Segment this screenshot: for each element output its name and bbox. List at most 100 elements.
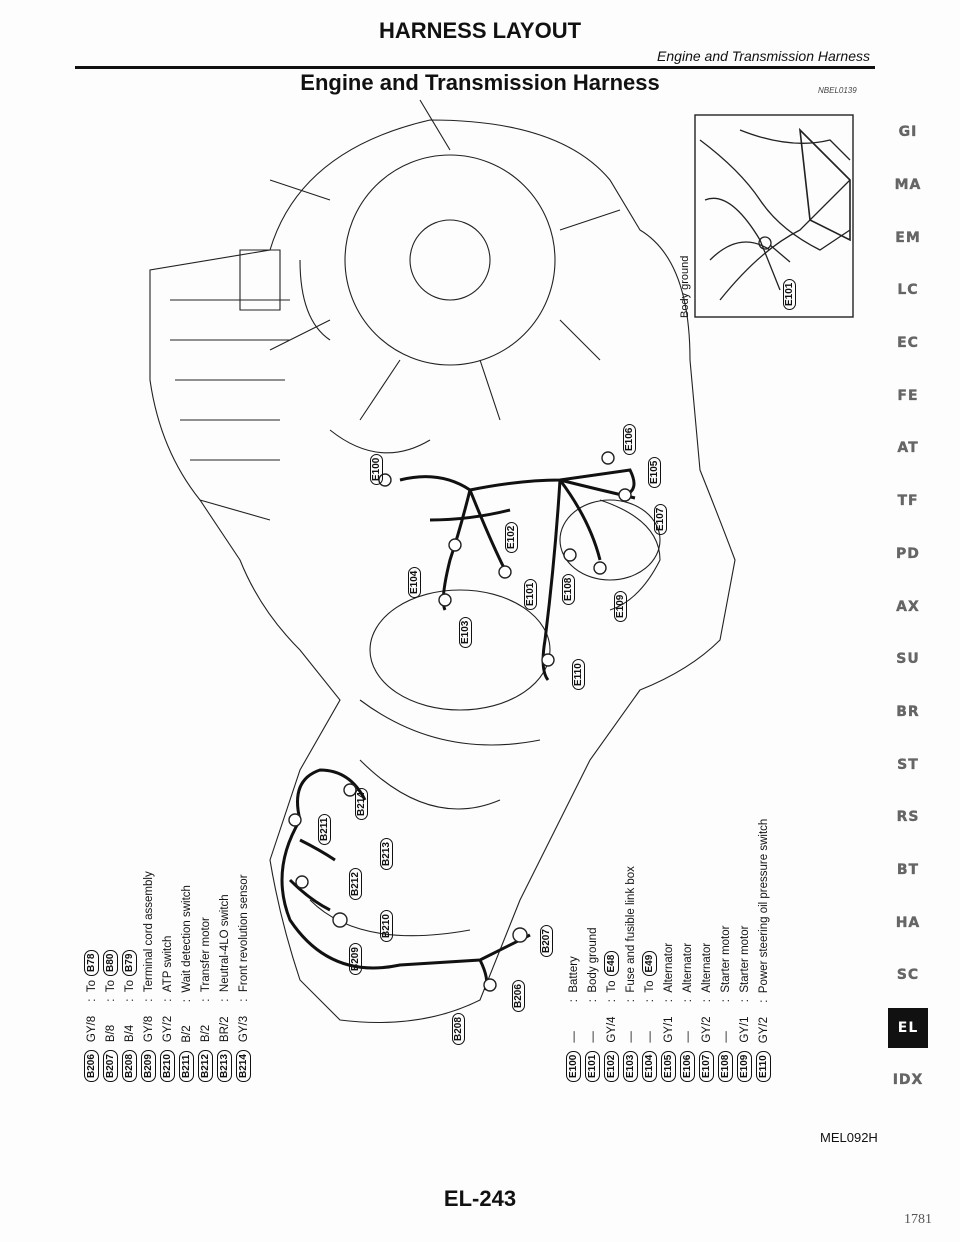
legend-separator: : [199, 998, 212, 1002]
connector-callout: E109 [610, 590, 628, 622]
legend-connector-id: E109 [737, 1050, 752, 1082]
legend-wire: B/2 [199, 1024, 212, 1043]
connector-callout: E107 [650, 503, 668, 535]
legend-wire: GY/8 [85, 1015, 98, 1043]
legend-separator: : [104, 998, 117, 1002]
legend-connector-id: E106 [680, 1050, 695, 1082]
legend-desc: Terminal cord assembly [142, 871, 155, 993]
harness-wiring [280, 468, 636, 991]
legend-separator: : [586, 999, 599, 1003]
nav-item-su[interactable]: SU [896, 651, 920, 668]
legend-connector-id: B210 [160, 1050, 175, 1082]
nav-item-st[interactable]: ST [897, 756, 919, 773]
legend-wire: BR/2 [218, 1016, 231, 1043]
legend-wire: B/8 [104, 1024, 117, 1043]
legend-connector-id: B206 [84, 1050, 99, 1082]
connector-badge: B214 [355, 788, 368, 820]
connector-badge: E101 [524, 578, 537, 610]
legend-separator: : [681, 999, 694, 1003]
legend-row: B210 GY/2 : ATP switch [160, 936, 175, 1082]
legend-row: E101 — : Body ground [585, 927, 600, 1082]
page-header-subtitle: Engine and Transmission Harness [657, 48, 870, 64]
legend-separator: : [643, 999, 656, 1003]
legend-row: B214 GY/3 : Front revolution sensor [236, 874, 251, 1082]
nav-item-ma[interactable]: MA [894, 177, 922, 194]
legend-row: E107 GY/2 : Alternator [699, 943, 714, 1082]
legend-desc: To [123, 979, 136, 993]
legend-desc: Neutral-4LO switch [218, 894, 231, 993]
connector-callout: B214 [351, 788, 369, 820]
connector-badge: B210 [380, 910, 393, 942]
legend-separator: : [605, 999, 618, 1003]
nav-item-at[interactable]: AT [897, 440, 919, 457]
page-stamp: 1781 [904, 1212, 932, 1227]
legend-ref-badge: E49 [642, 950, 657, 977]
nav-item-ax[interactable]: AX [896, 598, 920, 615]
legend-wire: GY/1 [662, 1016, 675, 1043]
legend-connector-id: B212 [198, 1050, 213, 1082]
connector-badge: E102 [505, 521, 518, 553]
connector-callout: E105 [644, 456, 662, 488]
nav-item-pd[interactable]: PD [896, 545, 920, 562]
legend-wire: GY/4 [605, 1016, 618, 1043]
legend-desc: Transfer motor [199, 917, 212, 993]
connector-callout: B213 [376, 838, 394, 870]
section-title: Engine and Transmission Harness [300, 70, 660, 95]
legend-separator: : [624, 999, 637, 1003]
nav-item-sc[interactable]: SC [896, 967, 920, 984]
legend-desc: To [104, 979, 117, 993]
nav-item-ha[interactable]: HA [895, 914, 921, 931]
legend-desc: Power steering oil pressure switch [757, 818, 770, 994]
nav-item-tf[interactable]: TF [897, 493, 919, 510]
legend-desc: To [85, 979, 98, 993]
legend-separator: : [218, 998, 231, 1002]
legend-desc: Alternator [700, 942, 713, 993]
legend-wire: B/2 [180, 1025, 193, 1043]
harness-connector-plugs [288, 451, 632, 992]
nav-item-lc[interactable]: LC [897, 282, 919, 299]
legend-desc: Starter motor [719, 925, 732, 993]
legend-connector-id: E100 [566, 1050, 581, 1082]
nav-item-em[interactable]: EM [895, 229, 921, 246]
legend-desc: Alternator [681, 942, 694, 993]
page-header-title: HARNESS LAYOUT [378, 18, 582, 43]
legend-row: B212 B/2 : Transfer motor [198, 917, 213, 1082]
connector-callout: E106 [619, 423, 637, 455]
legend-row: E102 GY/4 : To E48 [604, 950, 619, 1082]
legend-separator: : [700, 999, 713, 1003]
connector-callout: E110 [568, 659, 586, 690]
nav-item-rs[interactable]: RS [896, 809, 920, 826]
legend-wire: — [643, 1031, 656, 1043]
legend-desc: Battery [567, 956, 580, 993]
nav-item-gi[interactable]: GI [898, 124, 918, 141]
legend-row: B211 B/2 : Wait detection switch [179, 885, 194, 1082]
legend-desc: Starter motor [738, 925, 751, 993]
connector-callout: E108 [558, 573, 576, 605]
figure-code: MEL092H [820, 1130, 878, 1145]
connector-callout: B206 [508, 980, 526, 1012]
connector-callout: B210 [376, 910, 394, 942]
legend-wire: GY/2 [700, 1016, 713, 1043]
inset-illustration [694, 114, 854, 318]
legend-wire: — [567, 1031, 580, 1043]
nav-item-bt[interactable]: BT [896, 861, 920, 878]
connector-badge: E100 [370, 453, 383, 485]
nav-item-ec[interactable]: EC [897, 335, 919, 352]
legend-row: B213 BR/2 : Neutral-4LO switch [217, 894, 232, 1082]
header-rule [75, 66, 875, 69]
connector-badge: B211 [318, 813, 331, 845]
section-index-nav: GI MA EM LC EC FE AT TF PD AX SU BR ST R… [868, 106, 948, 1106]
legend-wire: — [586, 1031, 599, 1043]
nav-item-el-active[interactable]: EL [888, 1007, 928, 1048]
connector-badge: B213 [380, 838, 393, 870]
connector-badge: B212 [349, 868, 362, 900]
legend-connector-id: B207 [103, 1050, 118, 1082]
page-number: EL-243 [443, 1186, 517, 1211]
connector-badge: E104 [408, 566, 421, 598]
nav-item-idx[interactable]: IDX [892, 1072, 924, 1089]
connector-callout: E101 [520, 578, 538, 610]
nav-item-br[interactable]: BR [896, 703, 920, 720]
legend-separator: : [738, 999, 751, 1003]
connector-badge: E101 [783, 278, 796, 310]
nav-item-fe[interactable]: FE [897, 387, 919, 404]
